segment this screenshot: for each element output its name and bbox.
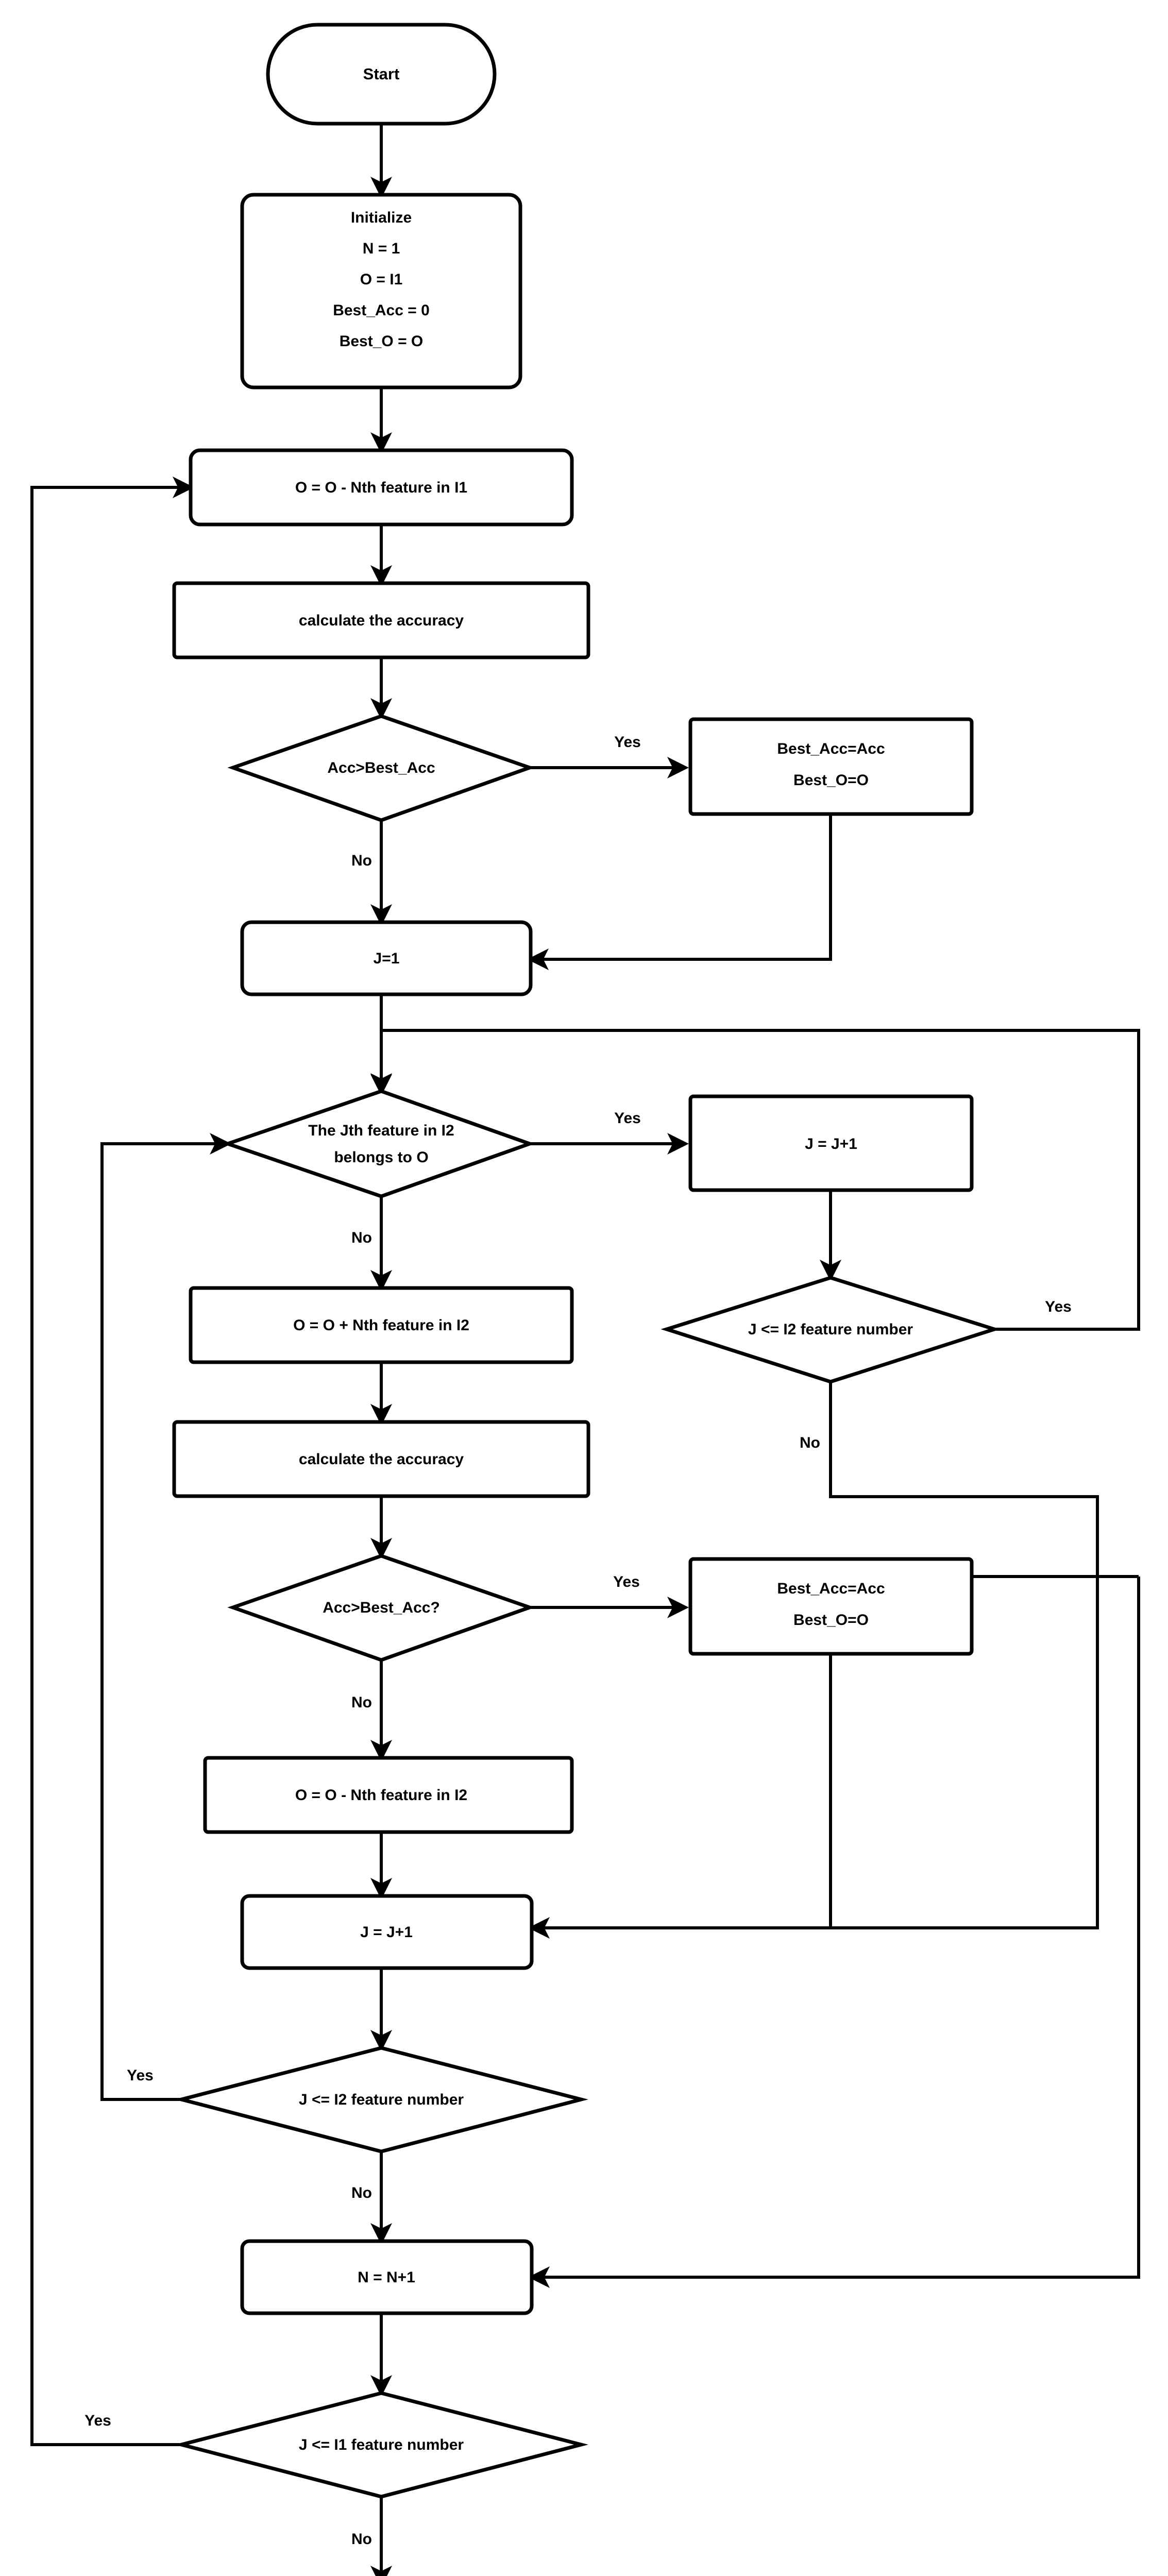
edge-label-no-j-le-i2-top: No <box>800 1434 820 1451</box>
node-remove-i2[interactable] <box>203 1756 574 1834</box>
node-decision-acc-gt-best-2[interactable] <box>227 1554 535 1662</box>
edge-update-best-1-to-j-init <box>527 814 832 970</box>
node-calc-acc-1[interactable] <box>172 581 590 659</box>
node-initialize-line5: Best_O = O <box>340 333 424 350</box>
edge-j-le-i2-top-no <box>528 1382 1099 1939</box>
edge-j-le-i2-bottom-yes-loopback <box>100 1133 233 2101</box>
node-update-best-1-line2: Best_O=O <box>793 772 869 789</box>
node-remove-i1-label: O = O - Nth feature in I1 <box>295 479 467 496</box>
edge-label-yes-acc1: Yes <box>614 734 641 751</box>
node-start-label: Start <box>363 65 400 83</box>
node-initialize-line3: O = I1 <box>360 271 403 288</box>
node-remove-i2-label: O = O - Nth feature in I2 <box>295 1787 467 1804</box>
node-calc-acc-2-label: calculate the accuracy <box>299 1451 464 1468</box>
node-initialize-line4: Best_Acc = 0 <box>333 302 430 319</box>
node-initialize-line1: Initialize <box>351 209 412 226</box>
node-update-best-2[interactable] <box>688 1557 974 1656</box>
node-decision-j-le-i2-top-label: J <= I2 feature number <box>748 1321 913 1338</box>
node-update-best-2-line2: Best_O=O <box>793 1612 869 1629</box>
edge-label-yes-j-le-i2-bottom: Yes <box>127 2067 154 2084</box>
node-calc-acc-1-label: calculate the accuracy <box>299 612 464 629</box>
node-decision-jth-belongs[interactable] <box>222 1089 535 1198</box>
node-update-best-2-line1: Best_Acc=Acc <box>777 1580 885 1597</box>
node-remove-i1[interactable] <box>189 448 574 527</box>
node-decision-j-le-i2-bottom-label: J <= I2 feature number <box>299 2091 464 2108</box>
edge-label-yes-j-le-i1: Yes <box>84 2412 111 2429</box>
node-j-inc-bottom-label: J = J+1 <box>360 1924 413 1941</box>
node-j-init-label: J=1 <box>374 950 400 967</box>
edge-label-no-j-le-i2-bottom: No <box>351 2184 372 2201</box>
edge-label-no-acc1: No <box>351 852 372 869</box>
node-add-i2-label: O = O + Nth feature in I2 <box>293 1317 469 1334</box>
edge-label-yes-acc2: Yes <box>613 1573 640 1590</box>
node-j-inc-top-label: J = J+1 <box>805 1136 857 1153</box>
node-update-best-1[interactable] <box>688 717 974 816</box>
node-j-init[interactable] <box>240 920 533 996</box>
node-decision-jth-belongs-line1: The Jth feature in I2 <box>308 1122 454 1139</box>
edge-j-le-i1-yes-loopback <box>30 477 233 2446</box>
node-update-best-1-line1: Best_Acc=Acc <box>777 740 885 757</box>
node-decision-acc-gt-best-2-label: Acc>Best_Acc? <box>323 1599 440 1616</box>
edge-right-return-to-n-inc <box>528 1577 1140 2288</box>
edge-label-no-belongs: No <box>351 1229 372 1246</box>
node-decision-jth-belongs-line2: belongs to O <box>334 1149 428 1166</box>
node-n-inc[interactable] <box>240 2239 534 2315</box>
node-decision-acc-gt-best-1[interactable] <box>227 714 535 822</box>
node-decision-j-le-i2-bottom[interactable] <box>174 2046 588 2154</box>
node-decision-j-le-i2-top[interactable] <box>661 1276 1001 1384</box>
node-j-inc-bottom[interactable] <box>240 1894 534 1970</box>
node-initialize-line2: N = 1 <box>363 240 400 257</box>
node-decision-j-le-i1[interactable] <box>174 2391 588 2499</box>
node-j-inc-top[interactable] <box>688 1094 974 1192</box>
edge-label-yes-belongs: Yes <box>614 1110 641 1127</box>
node-n-inc-label: N = N+1 <box>358 2269 415 2286</box>
node-initialize[interactable] <box>240 193 522 389</box>
node-calc-acc-2[interactable] <box>172 1420 590 1498</box>
node-decision-acc-gt-best-1-label: Acc>Best_Acc <box>327 759 435 776</box>
edge-label-no-acc2: No <box>351 1694 372 1711</box>
node-add-i2[interactable] <box>189 1286 574 1364</box>
edge-j-le-i2-top-yes-loopback <box>370 1029 1140 1331</box>
edge-label-yes-j-le-i2-top: Yes <box>1045 1298 1072 1315</box>
edge-label-no-j-le-i1: No <box>351 2531 372 2548</box>
node-start[interactable] <box>266 23 497 126</box>
node-decision-j-le-i1-label: J <= I1 feature number <box>299 2436 464 2453</box>
